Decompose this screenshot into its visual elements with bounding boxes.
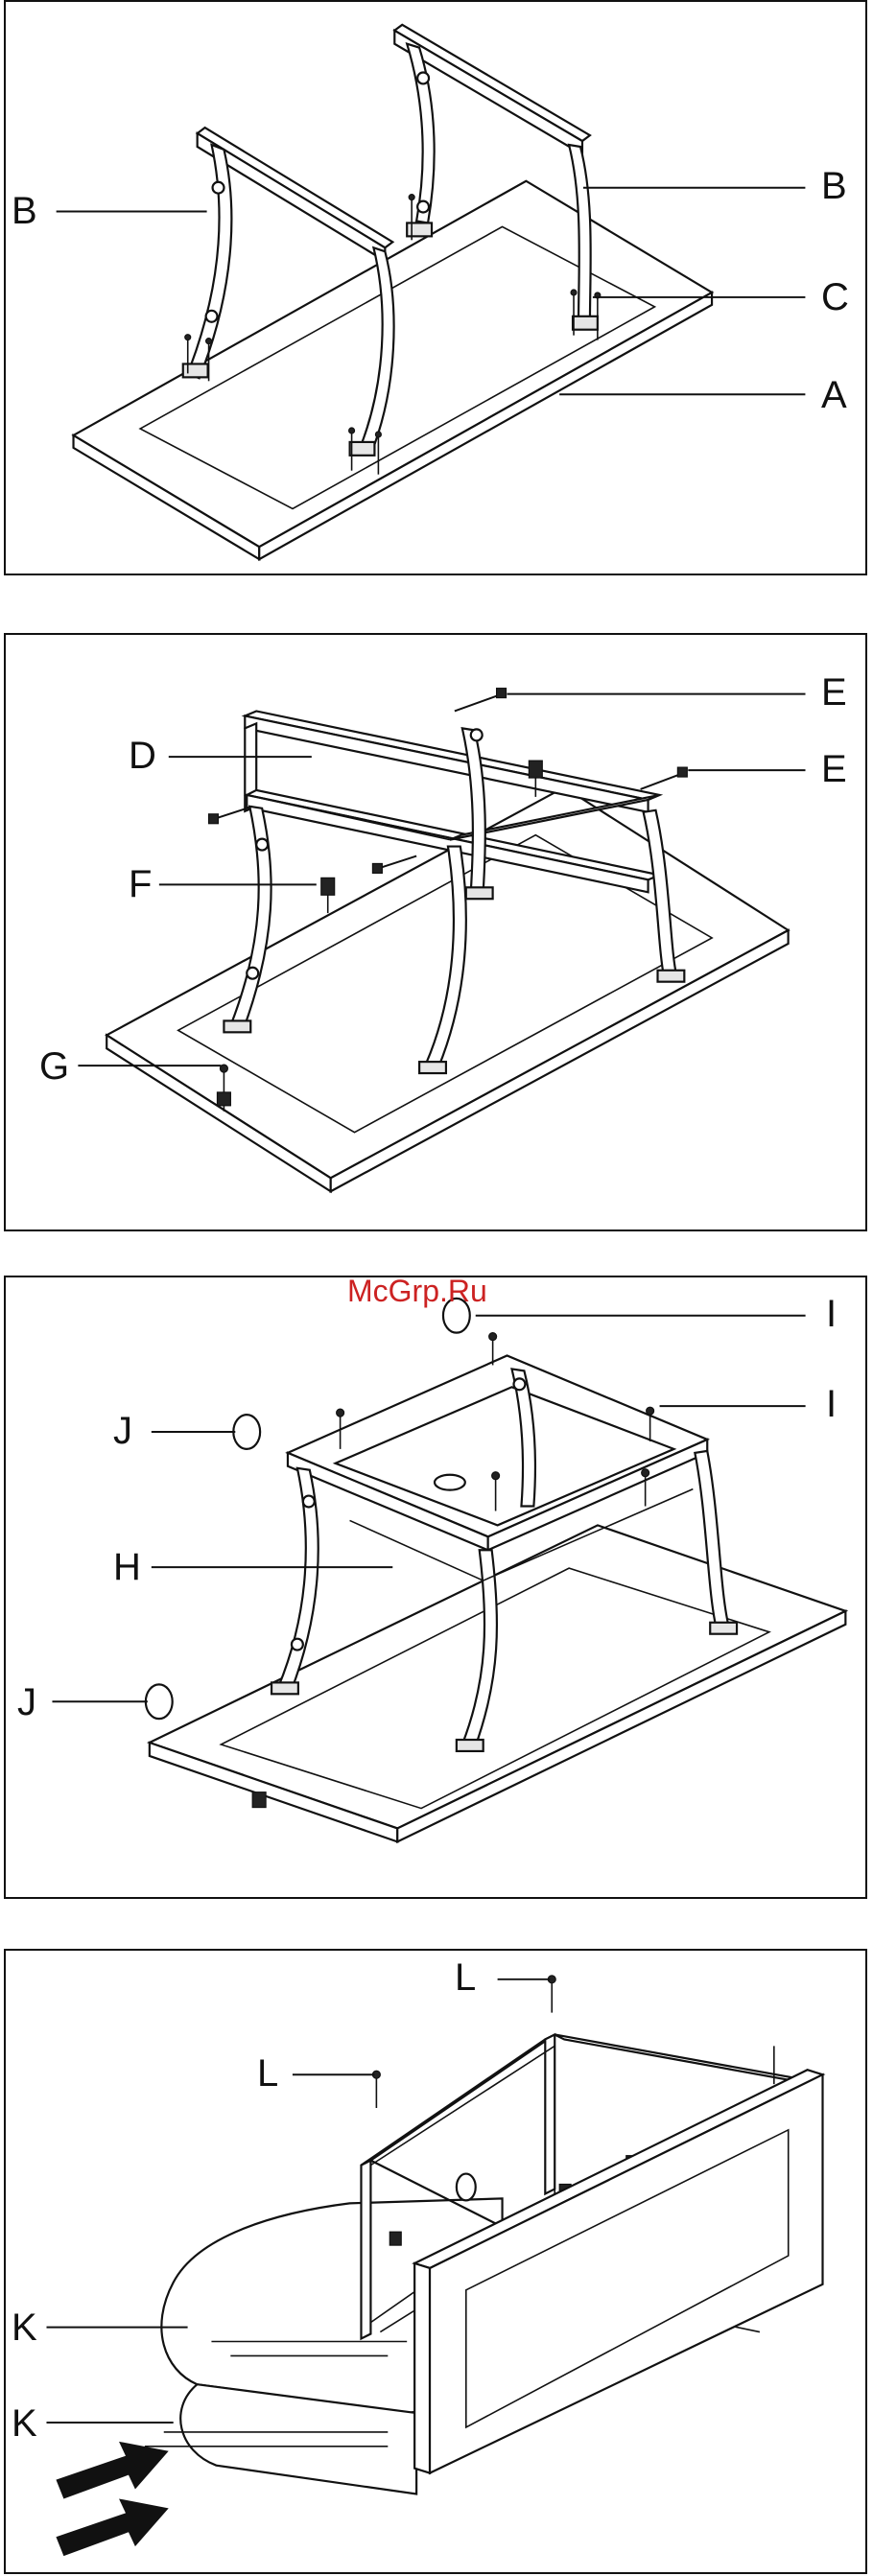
step3-panel: McGrp.Ru I I J H J [4, 1276, 867, 1899]
label-e-right: E [821, 750, 847, 788]
step2-panel: E E D F G [4, 633, 867, 1231]
step2-drawing [6, 635, 865, 1229]
label-h: H [113, 1548, 141, 1586]
side-panel [414, 2070, 822, 2472]
label-b-left: B [12, 192, 37, 230]
label-j-top: J [113, 1412, 132, 1450]
label-e-top: E [821, 673, 847, 712]
step4-drawing [6, 1951, 865, 2572]
watermark: McGrp.Ru [347, 1274, 487, 1309]
label-l-left: L [257, 2054, 278, 2093]
label-a: A [821, 376, 847, 414]
push-arrows [56, 2442, 168, 2556]
label-i-top: I [826, 1295, 837, 1333]
label-d: D [129, 737, 156, 775]
step1-panel: B B C A [4, 0, 867, 575]
step4-panel: L L K K [4, 1949, 867, 2574]
label-i-right: I [826, 1385, 837, 1423]
label-b-right: B [821, 167, 847, 205]
label-f: F [129, 865, 152, 903]
label-g: G [39, 1047, 69, 1086]
label-j-bottom: J [17, 1683, 36, 1721]
label-l-top: L [455, 1958, 476, 1997]
step1-drawing [6, 2, 865, 574]
base-panel-a [74, 181, 713, 559]
label-k-bottom: K [12, 2404, 37, 2443]
label-c: C [821, 278, 849, 316]
label-k-top: K [12, 2308, 37, 2347]
